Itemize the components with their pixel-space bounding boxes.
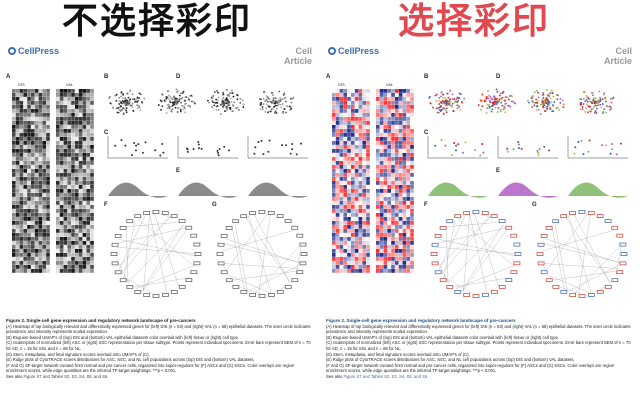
banner: 不选择彩印 — [0, 2, 320, 44]
caption-see-also: See also Figure S7 and Tables S2, S3, S4… — [6, 373, 109, 379]
panel-letter: B — [424, 74, 429, 80]
caption-title: Figure 2. Single-cell gene expression an… — [6, 318, 196, 323]
caption-line: (F and G) SF-target network created from… — [6, 362, 295, 374]
color-panel: 选择彩印 CellPress Cell Article A DIS VAL B C D E F… — [320, 0, 640, 403]
panel-letter: F — [424, 202, 428, 208]
panel-letter: E — [176, 168, 181, 174]
figure-caption: Figure 2. Single-cell gene expression an… — [326, 318, 634, 380]
caption-line: (E) Ridge plots of CytoTRACE scores dist… — [326, 357, 575, 363]
panel-letter: A — [326, 74, 331, 80]
figure: A DIS VAL B C D E F G — [6, 74, 314, 306]
heatmap-label-right: VAL — [386, 82, 394, 87]
cellpress-logo-icon — [328, 47, 336, 55]
panel-letter: D — [496, 74, 501, 80]
panel-letter: G — [532, 202, 537, 208]
panel-letter: B — [104, 74, 109, 80]
heatmap: DIS VAL — [6, 80, 98, 280]
publisher-name: CellPress — [18, 46, 60, 56]
heatmap-label-left: DIS — [338, 82, 345, 87]
caption-title: Figure 2. Single-cell gene expression an… — [326, 318, 516, 323]
banner: 选择彩印 — [320, 2, 640, 44]
heatmap-label-left: DIS — [18, 82, 25, 87]
cellpress-logo-icon — [8, 47, 16, 55]
network-row — [104, 202, 314, 302]
scatter-row — [424, 132, 634, 162]
publisher-name: CellPress — [338, 46, 380, 56]
umap-row — [104, 80, 314, 126]
caption-line: (E) Ridge plots of CytoTRACE scores dist… — [6, 357, 255, 363]
caption-line: (C) Scatterplots of normalized (left) AS… — [6, 340, 311, 351]
see-also-link[interactable]: Figure S7 and Tables S2, S3, S4, S5, and… — [343, 373, 429, 379]
article-type: Article — [603, 56, 632, 66]
ridge-row — [424, 168, 634, 200]
panel-letter: C — [424, 130, 429, 136]
caption-line: (B) Reguion-based UMAP's of (top) DIS an… — [6, 334, 240, 340]
caption-line: (F and G) SF-target network created from… — [326, 362, 615, 374]
scatter-row — [104, 132, 314, 162]
caption-line: (C) Scatterplots of normalized (left) AS… — [326, 340, 631, 351]
caption-line: (A) Heatmap of top biologically relevant… — [326, 323, 631, 335]
caption-line: (B) Reguion-based UMAP's of (top) DIS an… — [326, 334, 560, 340]
grayscale-panel: 不选择彩印 CellPress Cell Article A DIS VAL B C D E… — [0, 2, 320, 380]
journal-label: Cell Article — [284, 46, 312, 66]
article-type: Article — [283, 56, 312, 66]
banner-title: 不选择彩印 — [62, 1, 253, 42]
umap-row — [424, 80, 634, 126]
panel-letter: D — [176, 74, 181, 80]
ridge-row — [104, 168, 314, 200]
heatmap-label-right: VAL — [66, 82, 74, 87]
caption-see-also: See also Figure S7 and Tables S2, S3, S4… — [326, 373, 429, 379]
publisher-logo: CellPress — [8, 46, 59, 56]
caption-line: (D) Stem, metaplasia, and fetal signatur… — [326, 351, 470, 357]
banner-title: 选择彩印 — [398, 1, 551, 42]
figure-caption: Figure 2. Single-cell gene expression an… — [6, 318, 314, 380]
journal-name: Cell — [295, 46, 312, 56]
figure: A DIS VAL B C D E F G — [326, 74, 634, 306]
panel-letter: G — [212, 202, 217, 208]
journal-name: Cell — [615, 46, 632, 56]
journal-label: Cell Article — [604, 46, 632, 66]
panel-letter: A — [6, 74, 11, 80]
publisher-logo: CellPress — [328, 46, 379, 56]
panel-letter: E — [496, 168, 501, 174]
caption-line: (A) Heatmap of top biologically relevant… — [6, 323, 311, 335]
heatmap: DIS VAL — [326, 80, 418, 280]
panel-letter: C — [104, 130, 109, 136]
network-row — [424, 202, 634, 302]
see-also-link[interactable]: Figure S7 and Tables S2, S3, S4, S5, and… — [23, 373, 109, 379]
panel-letter: F — [104, 202, 108, 208]
caption-line: (D) Stem, metaplasia, and fetal signatur… — [6, 351, 150, 357]
